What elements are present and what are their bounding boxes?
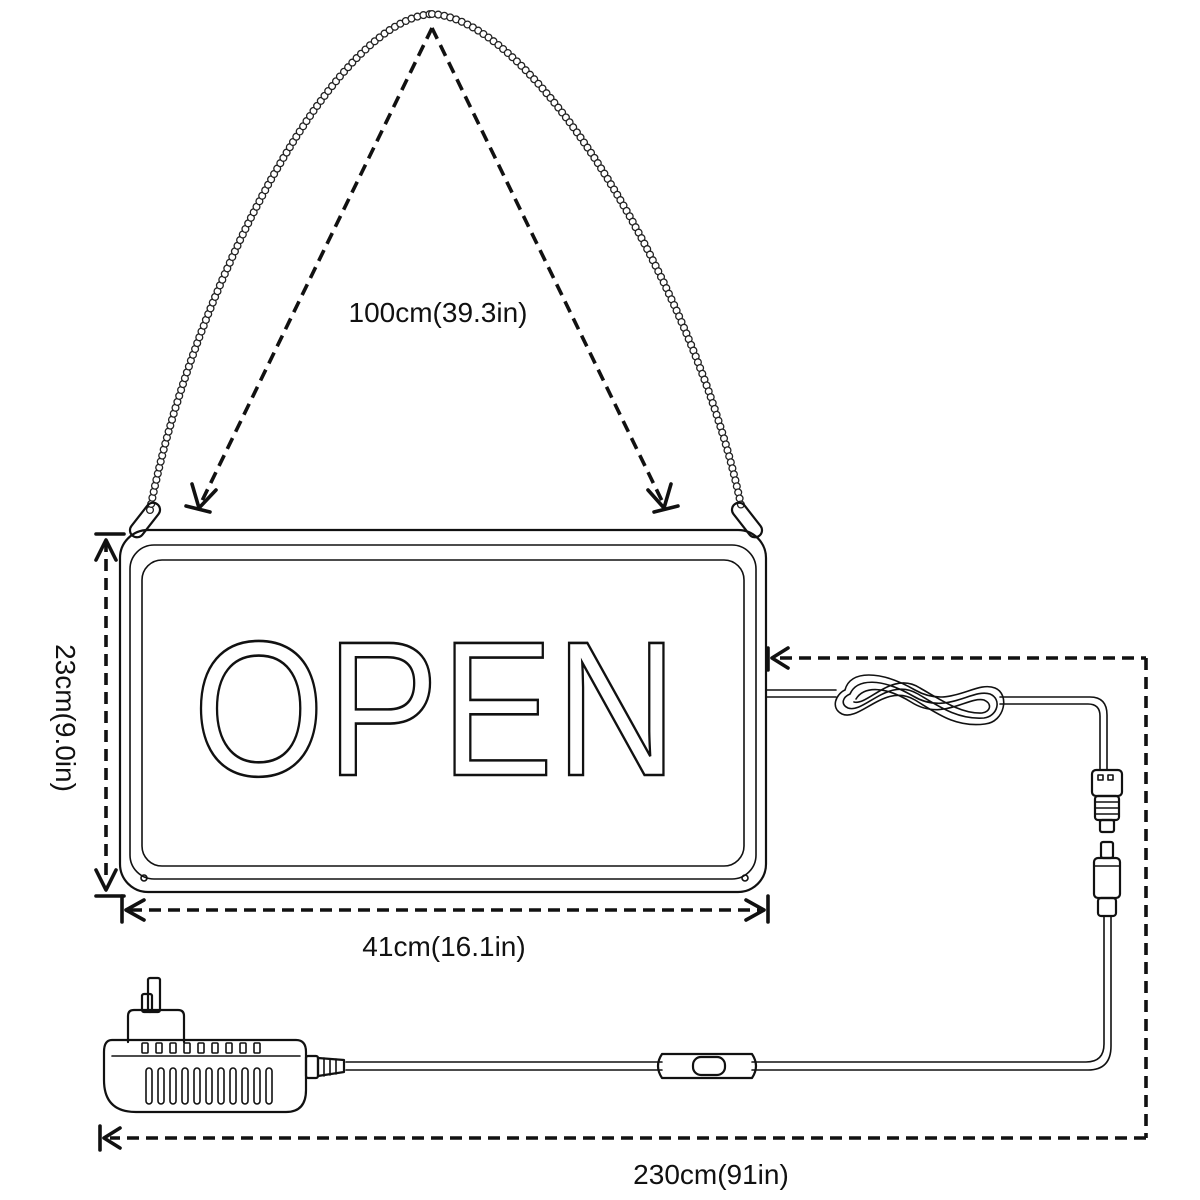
- adapter-grip-rib: [217, 1067, 225, 1105]
- adapter-grip-rib: [229, 1067, 237, 1105]
- chain-icon: [128, 9, 764, 539]
- adapter-grip-rib: [241, 1067, 249, 1105]
- adapter-vent-slot: [141, 1042, 149, 1054]
- adapter-grip-rib: [169, 1067, 177, 1105]
- adapter-vent-slot: [239, 1042, 247, 1054]
- coiled-cable-icon: [834, 674, 1005, 726]
- height-label: 23cm(9.0in): [50, 644, 81, 792]
- dc-connector-icon: [1090, 768, 1124, 918]
- adapter-grip-rib: [253, 1067, 261, 1105]
- adapter-vent-slot: [225, 1042, 233, 1054]
- chain-hook-right: [730, 501, 764, 539]
- sign-panel: OPEN: [118, 528, 768, 894]
- adapter-grip-rib: [157, 1067, 165, 1105]
- height-dimension: [94, 532, 126, 898]
- adapter-vent-slot: [155, 1042, 163, 1054]
- adapter-vent-slot: [169, 1042, 177, 1054]
- width-label: 41cm(16.1in): [362, 931, 525, 962]
- adapter-grip-rib: [205, 1067, 213, 1105]
- width-dimension: [120, 894, 770, 924]
- cable-length-dimension: [98, 646, 1148, 1152]
- adapter-grip-rib: [265, 1067, 273, 1105]
- adapter-vent-slot: [197, 1042, 205, 1054]
- cable-length-label: 230cm(91in): [633, 1159, 789, 1190]
- power-cable-lower: [345, 915, 1112, 1071]
- chain-length-dimension: [184, 27, 680, 514]
- chain-length-label: 100cm(39.3in): [349, 297, 528, 328]
- power-adapter-icon: [102, 976, 346, 1114]
- adapter-grip-rib: [145, 1067, 153, 1105]
- adapter-vent-slot: [211, 1042, 219, 1054]
- adapter-vent-slot: [183, 1042, 191, 1054]
- sign-text: OPEN: [193, 601, 679, 816]
- inline-switch-icon: [656, 1052, 758, 1080]
- adapter-vent-slot: [253, 1042, 261, 1054]
- power-cable: [765, 689, 1108, 771]
- adapter-grip-rib: [193, 1067, 201, 1105]
- adapter-grip-rib: [181, 1067, 189, 1105]
